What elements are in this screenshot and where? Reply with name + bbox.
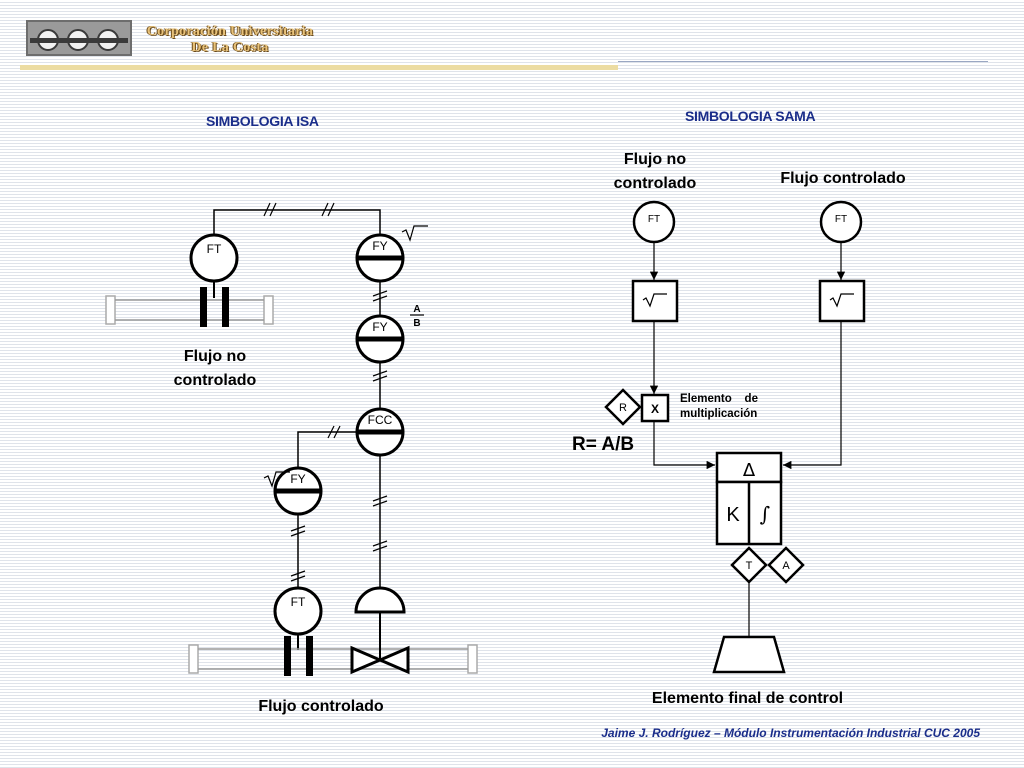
sqrt-icon [263,471,290,488]
isa-fy-sqrt: FY [355,233,405,283]
sama-ft-right: FT [819,200,863,244]
sama-r-diamond: R [604,388,642,426]
isa-pipe-bottom [188,644,478,674]
isa-flujo-no-controlado-line2: controlado [173,372,257,389]
isa-fcc-label: FCC [368,413,393,427]
divide-a: A [413,304,420,315]
sama-elemento-line1: Elemento de [680,393,758,405]
sama-flujo-controlado: Flujo controlado [780,170,906,187]
sama-ft-right-label: FT [835,214,847,225]
sama-ratio: R= A/B [572,434,635,455]
sqrt-icon [642,293,667,308]
sama-flujo-no-controlado-line2: controlado [613,175,697,192]
sama-final-element [712,635,786,674]
sama-elemento-final: Elemento final de control [651,690,844,707]
isa-signal-marks-top [263,202,335,217]
sama-a-label: A [782,560,790,572]
isa-fy-sqrt-label: FY [372,239,387,253]
sama-elemento-line2: multiplicación [680,408,758,420]
sama-flujo-no-controlado-line1: Flujo no [623,151,687,168]
isa-pipe-top [105,295,274,325]
isa-ft-top: FT [189,233,239,283]
isa-fy-divide: FY [355,314,405,364]
isa-ft-bottom-label: FT [291,595,306,609]
isa-signal-fcc-fy [297,431,357,468]
sama-sqrt-left [631,279,679,323]
isa-ft-top-label: FT [207,242,222,256]
sama-t-diamond: T [730,546,768,584]
isa-orifice-plate-bottom [284,636,313,676]
header-rule-thin [618,61,988,62]
isa-fy-left: FY [273,466,323,516]
delta-icon: Δ [743,460,756,481]
isa-signal-top [213,209,381,235]
sama-controller: Δ K ∫ [715,451,783,546]
sama-a-diamond: A [767,546,805,584]
sama-elemento-multiplicacion: Elemento de multiplicación [680,392,776,422]
sama-ft-left: FT [632,200,676,244]
divide-b: B [413,318,420,329]
sama-r-label: R [619,402,627,414]
isa-title: SIMBOLOGIA ISA [206,113,319,129]
isa-orifice-plate-top [200,287,229,327]
isa-fcc: FCC [355,407,405,457]
sama-k-label: K [726,504,740,526]
sama-sqrt-right [818,279,866,323]
integral-icon: ∫ [760,502,770,526]
isa-ft-bottom: FT [273,586,323,636]
isa-flujo-no-controlado-line1: Flujo no [183,348,247,365]
isa-control-valve [350,586,410,675]
sama-signal-left [653,421,715,470]
isa-flujo-no-controlado: Flujo no controlado [150,345,280,393]
sama-flujo-no-controlado: Flujo no controlado [590,148,720,196]
isa-fy-left-label: FY [290,472,305,486]
brand-name: Corporación Universitaria De La Costa [140,24,320,56]
header-rule [20,65,618,70]
university-logo [26,20,132,56]
sama-signal-right [783,321,842,470]
brand-line-2: De La Costa [191,40,269,55]
sama-x-label: X [651,402,659,416]
footer-credit: Jaime J. Rodríguez – Módulo Instrumentac… [601,726,980,740]
isa-fy-div-label: FY [372,320,387,334]
brand-line-1: Corporación Universitaria [146,24,314,39]
sama-t-label: T [746,560,753,572]
isa-flujo-controlado: Flujo controlado [258,698,384,715]
sqrt-icon [401,225,428,242]
divide-icon: A B [410,304,424,329]
sama-multiply-box: X [640,393,670,423]
sama-ft-left-label: FT [648,214,660,225]
sqrt-icon [829,293,854,308]
sama-title: SIMBOLOGIA SAMA [685,108,816,124]
